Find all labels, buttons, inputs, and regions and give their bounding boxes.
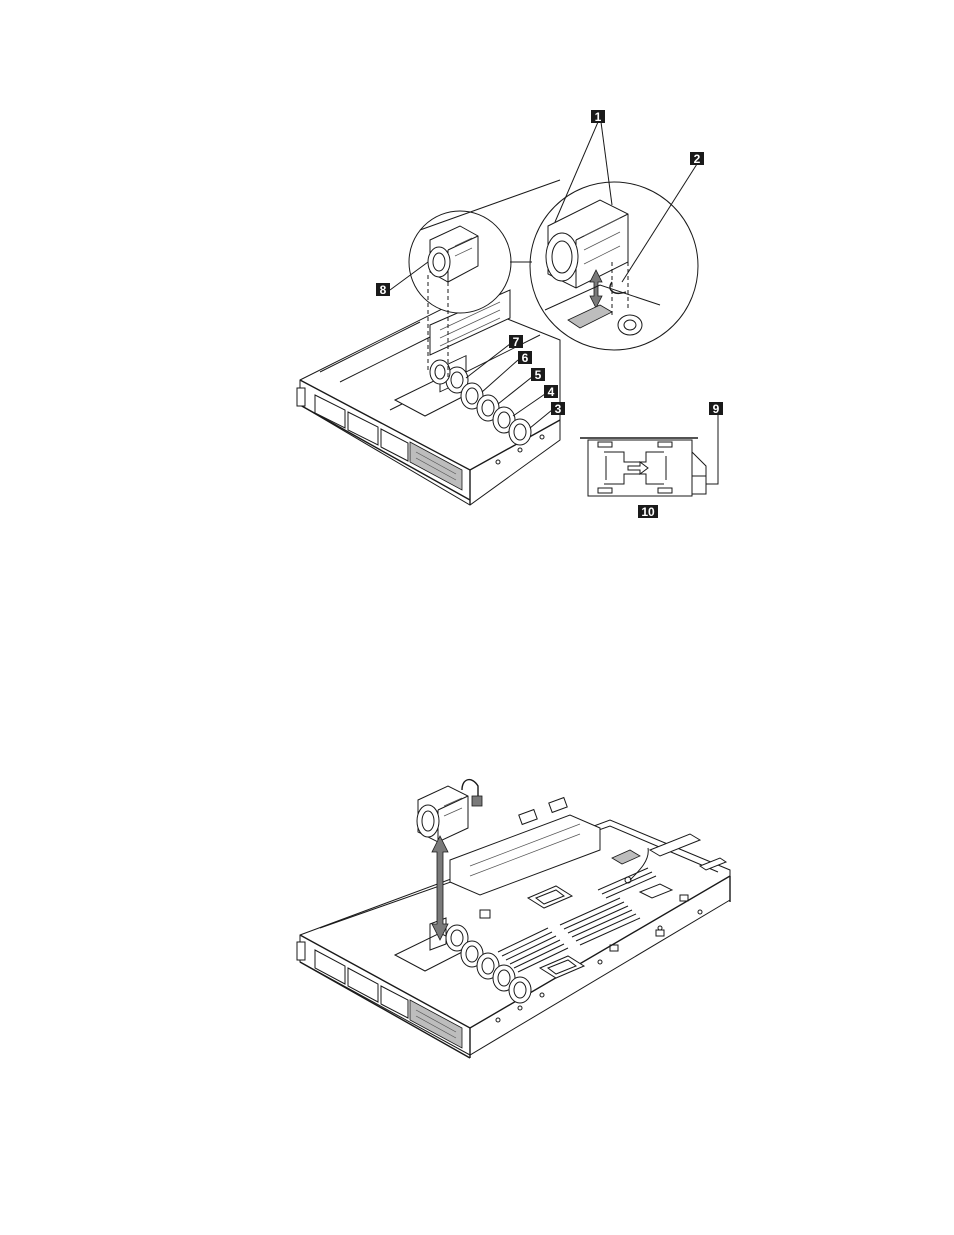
callout-2: 2 [690,152,704,166]
fan-location-3 [509,419,531,445]
svg-text:9: 9 [713,402,720,416]
svg-text:7: 7 [513,335,520,349]
svg-text:10: 10 [641,505,655,519]
callout-10: 10 [638,505,658,519]
svg-text:4: 4 [548,385,555,399]
server-chassis-top [297,290,560,505]
callout-1: 1 [591,110,605,124]
top-figure: 1 2 3 4 5 6 7 8 [297,110,723,519]
svg-text:6: 6 [522,351,529,365]
zoom-circle-large [530,182,698,350]
callout-8: 8 [376,283,390,297]
fan-slot [509,977,531,1003]
callout-3: 3 [551,402,565,416]
callout-4: 4 [544,385,558,399]
fan-inset [580,438,706,496]
svg-text:1: 1 [595,110,602,124]
fan-cable-connector [472,796,482,806]
svg-text:3: 3 [555,402,562,416]
callout-5: 5 [531,368,545,382]
removed-fan [417,780,482,842]
bottom-figure [297,780,730,1058]
svg-text:8: 8 [380,283,387,297]
callout-9: 9 [709,402,723,416]
callout-7: 7 [509,335,523,349]
callout-6: 6 [518,351,532,365]
fan-cable-connector [692,476,706,494]
fan-location-8 [430,360,450,384]
svg-text:2: 2 [694,152,701,166]
svg-text:5: 5 [535,368,542,382]
